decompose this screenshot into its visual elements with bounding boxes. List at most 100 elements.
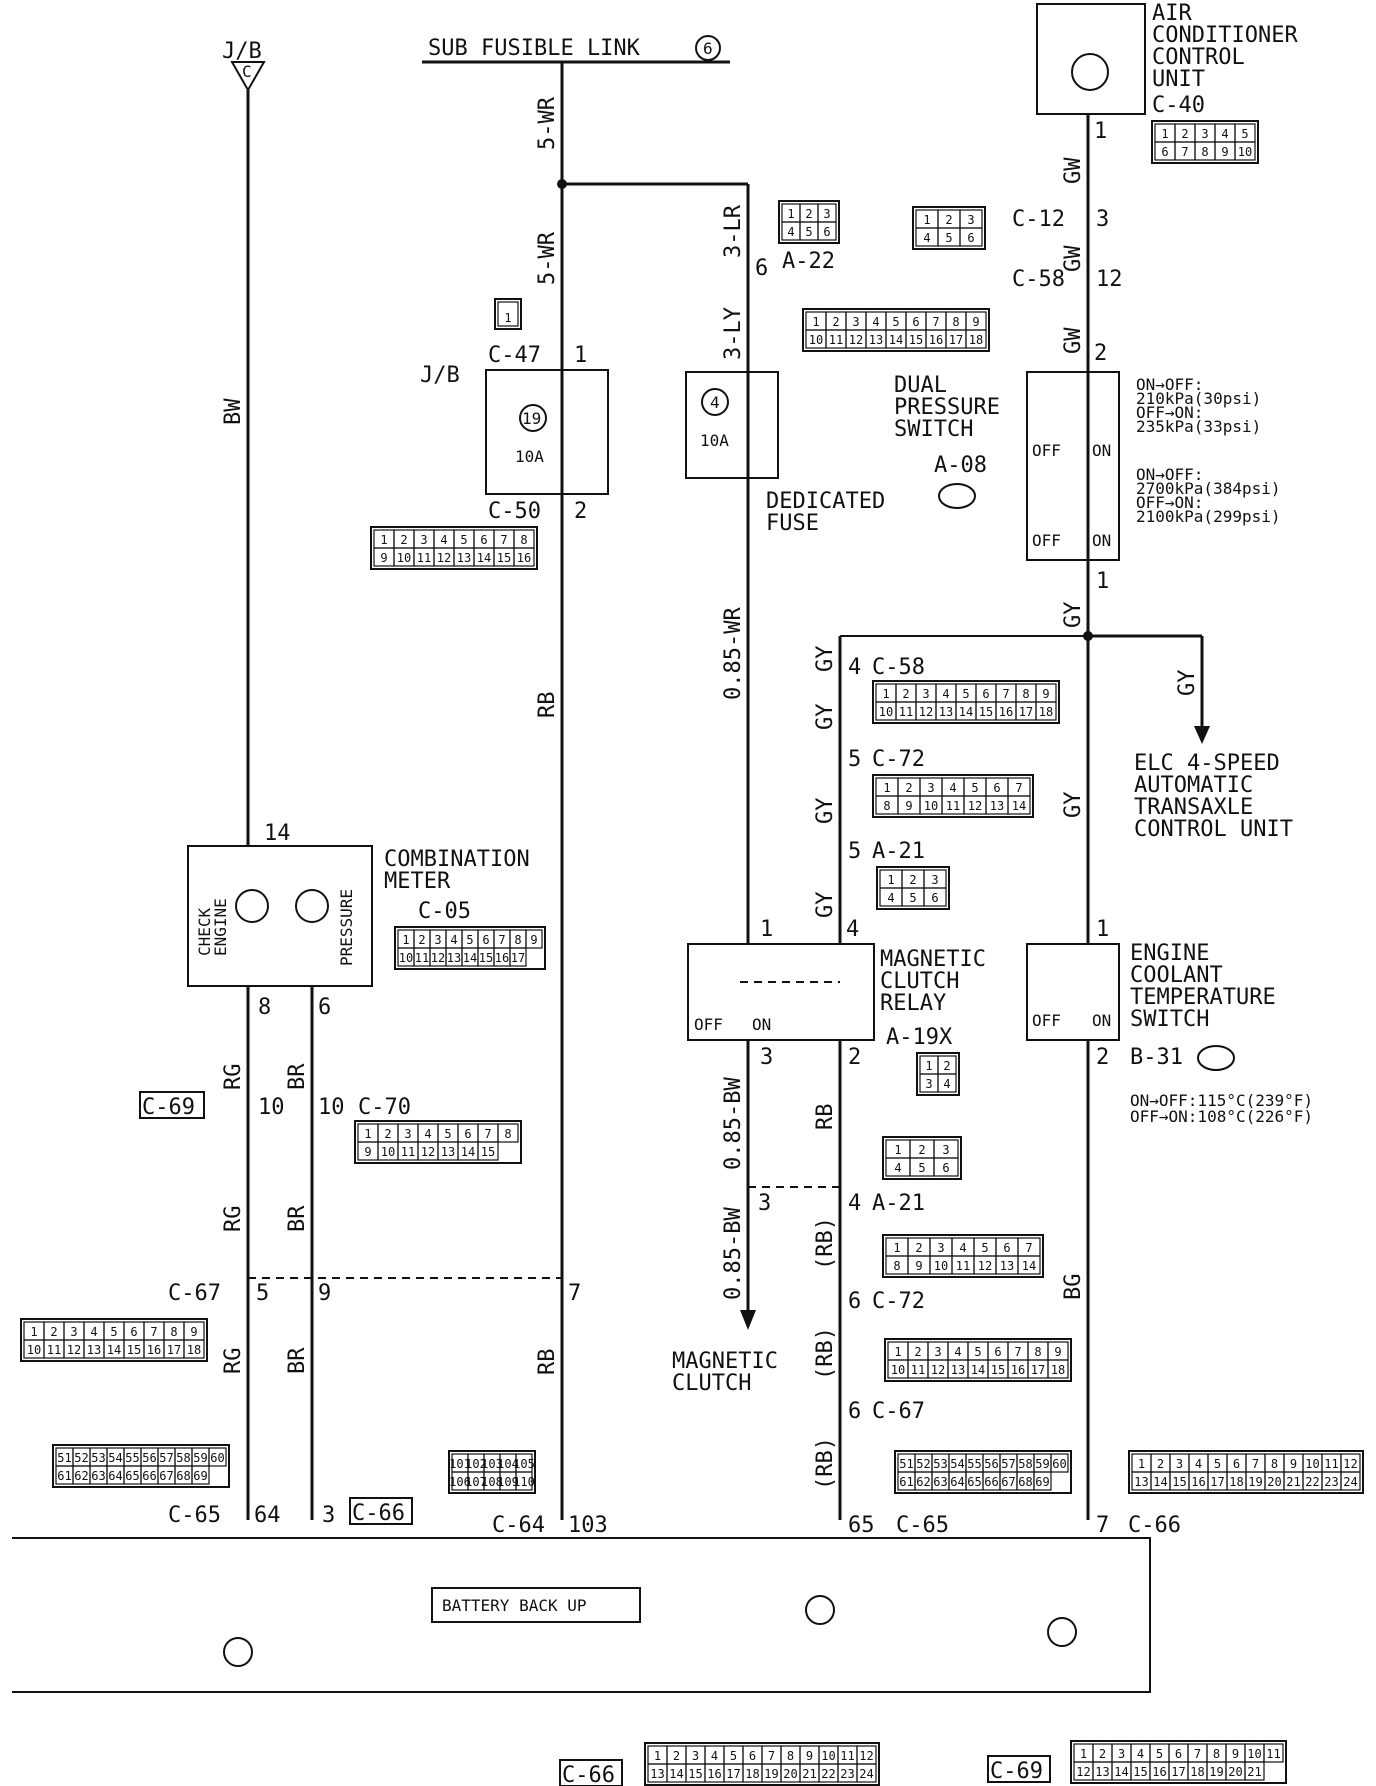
connector-pin-cell: [1340, 1471, 1361, 1491]
c65-left-label: C-65: [168, 1503, 221, 1528]
connector-pin-cell: [959, 227, 983, 247]
connector-pin-number: 9: [972, 315, 979, 329]
wire-label-gy-e: GY: [813, 704, 838, 731]
fuse19-amp: 10A: [515, 447, 544, 466]
connector-pin-number: 11: [956, 1259, 970, 1273]
wire-label-gy-g: GY: [813, 892, 838, 919]
connector-pin-number: 7: [1194, 1747, 1201, 1761]
connector-pin-number: 5: [730, 1749, 737, 1763]
connector-pin-number: 18: [1190, 1765, 1204, 1779]
meter-pin8: 8: [258, 995, 271, 1020]
connector-pin-number: 67: [159, 1469, 173, 1483]
wire-label-bw: BW: [221, 398, 246, 425]
connector-pin-number: 12: [431, 951, 445, 965]
connector-pin-number: 5: [805, 225, 812, 239]
connector-pin-number: 3: [70, 1325, 77, 1339]
connector-pin-number: 2: [915, 1241, 922, 1255]
elc-line4: CONTROL UNIT: [1134, 817, 1293, 842]
relay-pin4: 4: [846, 917, 859, 942]
connector-pin-number: 15: [1172, 1475, 1186, 1489]
connector-pin-number: 1: [654, 1749, 661, 1763]
connector-pin-number: 20: [1228, 1765, 1242, 1779]
connector-pin-number: 13: [1000, 1259, 1014, 1273]
wire-label-bg: BG: [1061, 1274, 1086, 1301]
connector-pin-number: 9: [364, 1145, 371, 1159]
c72-top-label: C-72: [872, 747, 925, 772]
connector-pin-number: 9: [1232, 1747, 1239, 1761]
connector-pin-number: 10: [397, 551, 411, 565]
connector-pin-number: 6: [482, 933, 489, 947]
connector-pin-number: 17: [1171, 1765, 1185, 1779]
c66-bottom-tag: C-66: [562, 1763, 615, 1786]
connector-pin-cell: [933, 1157, 959, 1177]
connector-pin-number: 14: [959, 705, 973, 719]
connector-pin-number: 11: [415, 951, 429, 965]
connector-pin-number: 9: [380, 551, 387, 565]
connector-pin-number: 8: [1201, 145, 1208, 159]
connector-pin-number: 1: [1161, 127, 1168, 141]
connector-pin-number: 4: [872, 315, 879, 329]
connector-pin-number: 9: [530, 933, 537, 947]
connector-pin-number: 4: [787, 225, 794, 239]
connector-pin-number: 8: [1213, 1747, 1220, 1761]
a22-label: A-22: [782, 249, 835, 274]
connector-pin-number: 7: [1015, 781, 1022, 795]
connector-pin-number: 15: [1133, 1765, 1147, 1779]
connector-pin-number: 12: [931, 1363, 945, 1377]
connector-pin-number: 4: [440, 533, 447, 547]
wire-label-085bw-b: 0.85-BW: [721, 1207, 746, 1300]
connector-pin-number: 5: [962, 687, 969, 701]
connector-pin-number: 3: [434, 933, 441, 947]
connector-pin-number: 4: [90, 1325, 97, 1339]
a21-top-label: A-21: [872, 839, 925, 864]
connector-pin-number: 103: [481, 1457, 503, 1471]
connector-pin-number: 18: [745, 1767, 759, 1781]
a19x-label: A-19X: [886, 1025, 953, 1050]
connector-pin-number: 52: [74, 1451, 88, 1465]
connector-pin-number: 108: [481, 1475, 503, 1489]
connector-pin-number: 10: [399, 951, 413, 965]
connector-pin-number: 12: [968, 799, 982, 813]
ecu-transistor-icon: [805, 1595, 835, 1625]
ac-control-unit-box: [1036, 3, 1146, 115]
connector-pin-number: 14: [971, 1363, 985, 1377]
magnetic-clutch-line1: MAGNETIC: [672, 1349, 778, 1374]
wire-label-rb-paren-a: (RB): [813, 1217, 838, 1270]
c12-label: C-12: [1012, 207, 1065, 232]
connector-pin-number: 1: [894, 1143, 901, 1157]
connector-pin-number: 10: [809, 333, 823, 347]
connector-pin-cell: [1017, 1255, 1041, 1275]
connector-pin-number: 2: [805, 207, 812, 221]
connector-pin-number: 4: [942, 687, 949, 701]
connector-pin-number: 51: [899, 1457, 913, 1471]
connector-pin-number: 2: [1157, 1457, 1164, 1471]
connector-pin-number: 6: [1003, 1241, 1010, 1255]
wire-label-rb-a: RB: [535, 692, 560, 719]
connector-pin-number: 67: [1001, 1475, 1015, 1489]
c65-right-pin: 65: [848, 1513, 875, 1538]
ect-spec-2: OFF→ON:108°C(226°F): [1130, 1107, 1313, 1126]
connector-pin-number: 8: [787, 1749, 794, 1763]
connector-pin-number: 5: [1241, 127, 1248, 141]
connector-pin-number: 6: [942, 1161, 949, 1175]
fuse4-circle: [701, 388, 729, 416]
dps-pin-top: 2: [1094, 341, 1107, 366]
connector-pin-number: 7: [1252, 1457, 1259, 1471]
connector-pin-number: 3: [404, 1127, 411, 1141]
connector-pin-number: 14: [1022, 1259, 1036, 1273]
wire-label-gw-a: GW: [1061, 157, 1086, 184]
fuse19-num: 19: [522, 409, 541, 428]
connector-pin-number: 15: [497, 551, 511, 565]
dps-spec2-4: 2100kPa(299psi): [1136, 507, 1281, 526]
connector-pin-number: 11: [911, 1363, 925, 1377]
connector-pin-number: 8: [1022, 687, 1029, 701]
connector-pin-number: 4: [1137, 1747, 1144, 1761]
connector-pin-number: 1: [402, 933, 409, 947]
connector-pin-number: 64: [108, 1469, 122, 1483]
connector-pin-number: 12: [859, 1749, 873, 1763]
pressure-gauge-icon: [295, 889, 329, 923]
connector-pin-number: 6: [967, 231, 974, 245]
connector-pin-number: 22: [821, 1767, 835, 1781]
ac-unit-transistor-icon: [1071, 53, 1109, 91]
